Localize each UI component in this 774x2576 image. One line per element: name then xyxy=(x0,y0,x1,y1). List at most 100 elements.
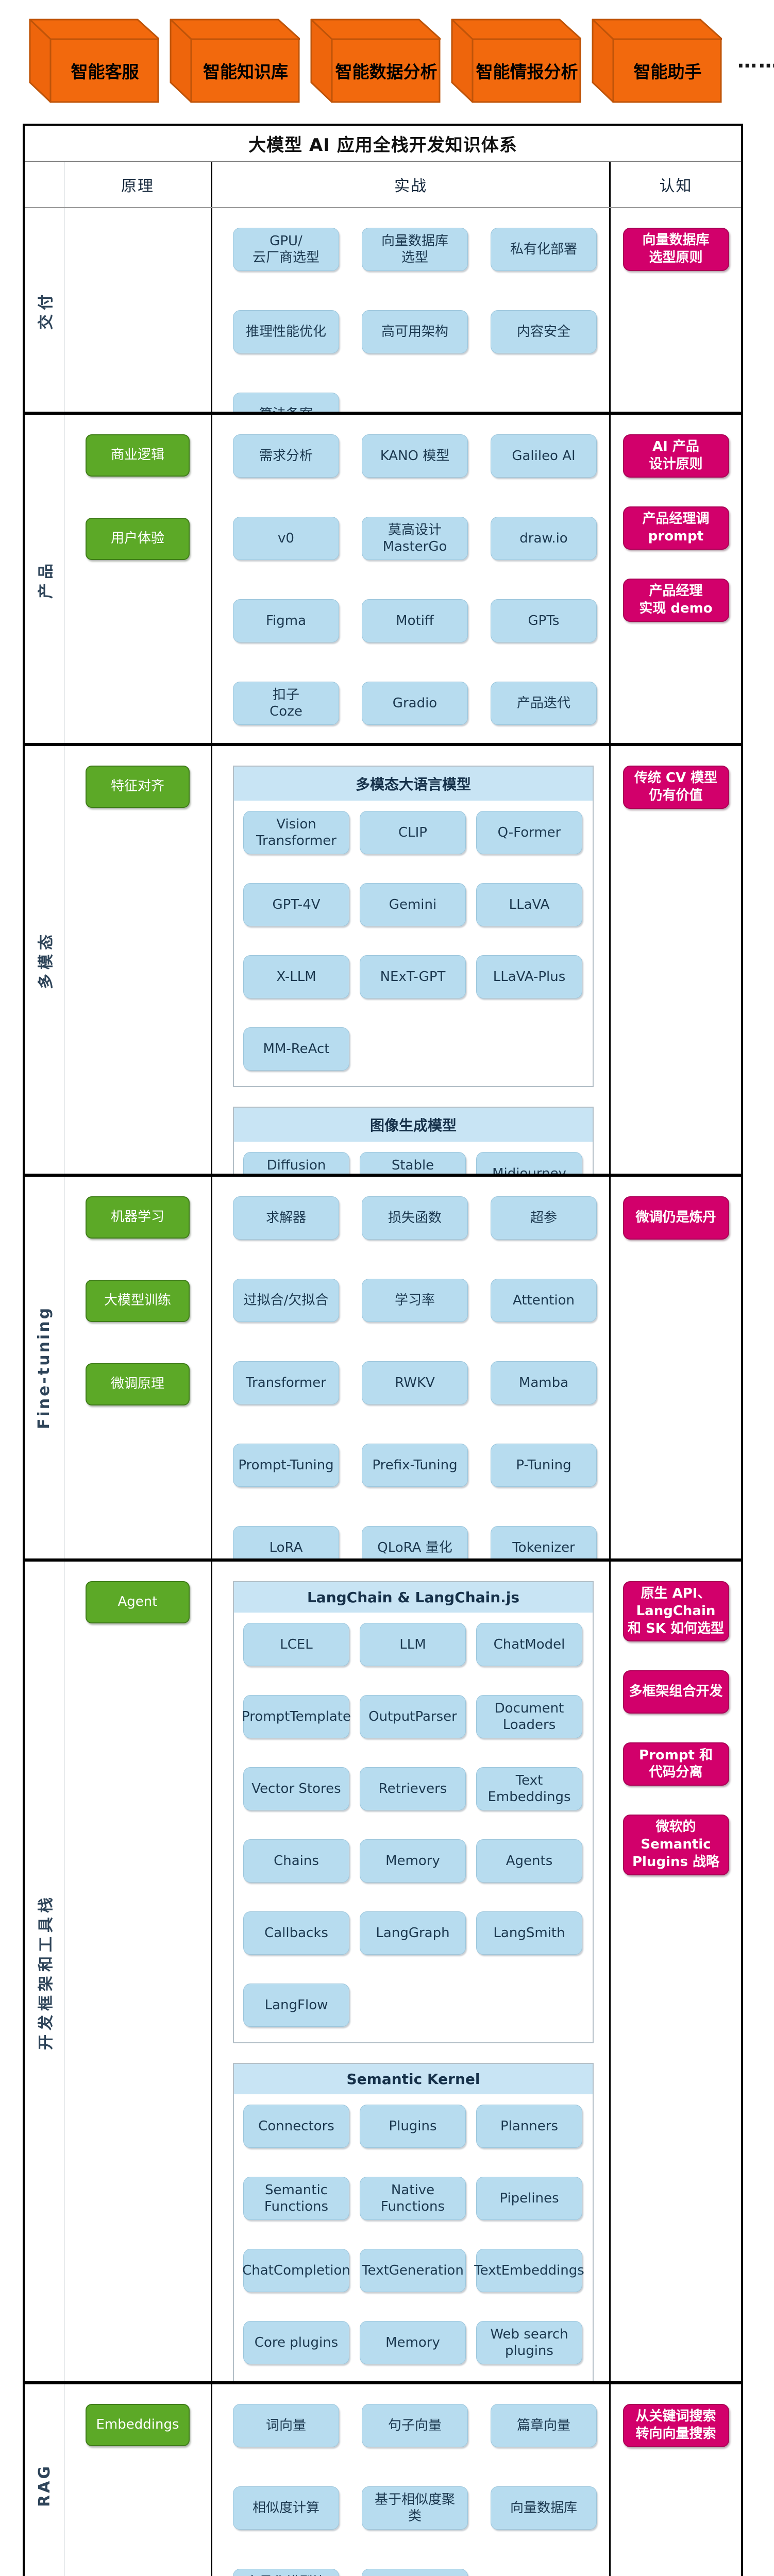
cognition-box: 产品经理调 prompt xyxy=(622,506,729,550)
principle-cell xyxy=(64,208,212,412)
row-label: 多模态 xyxy=(37,930,55,989)
cognition-cell: 向量数据库 选型原则 xyxy=(611,208,741,412)
more-dots: …… xyxy=(737,49,774,72)
practice-item: Transformer xyxy=(233,1361,339,1404)
practice-item: P-Tuning xyxy=(491,1444,597,1487)
practice-item: Core plugins xyxy=(243,2321,349,2364)
principle-cell: Embeddings xyxy=(64,2384,212,2576)
practice-item: QLoRA 量化 xyxy=(362,1526,468,1558)
practice-group-header: Semantic Kernel xyxy=(234,2064,593,2094)
practice-item: Figma xyxy=(233,599,339,642)
table-header-row: 原理 实战 认知 xyxy=(25,162,741,208)
practice-item: Memory xyxy=(360,2321,466,2364)
practice-item: KANO 模型 xyxy=(362,434,468,478)
practice-item: OutputParser xyxy=(360,1695,466,1738)
row-label: Fine-tuning xyxy=(35,1306,54,1430)
practice-item: 篇章向量 xyxy=(491,2404,597,2447)
row-label-cell: 多模态 xyxy=(25,746,64,1174)
practice-item: Retrievers xyxy=(360,1767,466,1810)
practice-item: 向量数据库 xyxy=(491,2486,597,2530)
app-cube-label: 智能助手 xyxy=(633,62,702,82)
header-cell-cognition: 认知 xyxy=(659,177,693,195)
practice-item: Prefix-Tuning xyxy=(362,1444,468,1487)
practice-item: Motiff xyxy=(362,599,468,642)
practice-item: Document Loaders xyxy=(476,1695,582,1738)
app-cube: 智能数据分析 xyxy=(310,19,441,103)
practice-item: 私有化部署 xyxy=(491,228,597,271)
practice-item: LCEL xyxy=(243,1623,349,1666)
practice-item: 超参 xyxy=(491,1196,597,1240)
principle-box: Agent xyxy=(86,1581,190,1623)
practice-item: TextEmbeddings xyxy=(474,2249,584,2292)
practice-item: LLaVA xyxy=(476,883,582,926)
practice-item: Plugins xyxy=(360,2105,466,2148)
practice-item: v0 xyxy=(233,517,339,560)
cognition-box: 微调仍是炼丹 xyxy=(622,1196,729,1240)
practice-item: GPTs xyxy=(491,599,597,642)
principle-box: 商业逻辑 xyxy=(86,434,190,477)
practice-item: Native Functions xyxy=(360,2177,466,2220)
principle-cell: Agent xyxy=(64,1562,212,2381)
practice-item: Semantic Functions xyxy=(243,2177,349,2220)
practice-item: Chains xyxy=(243,1839,349,1883)
app-cube: 智能情报分析 xyxy=(451,19,581,103)
practice-item: LLaVA-Plus xyxy=(476,955,582,998)
cognition-box: Prompt 和 代码分离 xyxy=(622,1742,729,1786)
practice-item: Mamba xyxy=(491,1361,597,1404)
practice-item: 学习率 xyxy=(362,1279,468,1322)
practice-item: 相似度计算 xyxy=(233,2486,339,2530)
principle-cell: 商业逻辑用户体验 xyxy=(64,415,212,743)
practice-item: 向量化模型比 较 xyxy=(233,2569,339,2576)
cognition-box: 从关键词搜索 转向向量搜索 xyxy=(622,2404,729,2447)
practice-item: Web search plugins xyxy=(476,2321,582,2364)
row-label: 交付 xyxy=(37,290,55,330)
app-cube: 智能知识库 xyxy=(170,19,300,103)
practice-item: 产品迭代 xyxy=(491,682,597,725)
practice-item: Planners xyxy=(476,2105,582,2148)
row-label: RAG xyxy=(35,2464,54,2507)
practice-item: draw.io xyxy=(491,517,597,560)
practice-item: PromptTemplate xyxy=(242,1695,351,1738)
practice-item: 推理性能优化 xyxy=(233,310,339,353)
practice-item: NExT-GPT xyxy=(360,955,466,998)
practice-item: LoRA xyxy=(233,1526,339,1558)
practice-group-header: LangChain & LangChain.js xyxy=(234,1582,593,1613)
cognition-box: 原生 API、 LangChain 和 SK 如何选型 xyxy=(622,1581,729,1642)
cognition-box: 微软的 Semantic Plugins 战略 xyxy=(622,1815,729,1875)
app-cube-label: 智能知识库 xyxy=(203,62,288,82)
app-cubes-row: 智能客服智能知识库智能数据分析智能情报分析智能助手…… xyxy=(29,19,774,103)
practice-item: MM-ReAct xyxy=(243,1027,349,1071)
practice-item: Prompt-Tuning xyxy=(233,1444,339,1487)
page-title: 大模型 AI 应用全栈开发知识体系 xyxy=(248,134,517,156)
practice-group-header: 多模态大语言模型 xyxy=(234,767,593,801)
cognition-cell: 传统 CV 模型 仍有价值 xyxy=(611,746,741,1174)
practice-item: Q-Former xyxy=(476,811,582,854)
practice-item: 求解器 xyxy=(233,1196,339,1240)
practice-item: Connectors xyxy=(243,2105,349,2148)
practice-item: GPT-4V xyxy=(243,883,349,926)
header-cell-empty xyxy=(25,162,64,207)
cognition-box: 传统 CV 模型 仍有价值 xyxy=(622,766,729,809)
practice-item: Vision Transformer xyxy=(243,811,349,854)
practice-item: LangGraph xyxy=(360,1911,466,1955)
cognition-box: AI 产品 设计原则 xyxy=(622,434,729,478)
practice-group-grid: Diffusion ModelStable DiffusionMidjourne… xyxy=(234,1142,593,1174)
practice-item: LLM xyxy=(360,1623,466,1666)
practice-item: GPU/ 云厂商选型 xyxy=(233,228,339,271)
